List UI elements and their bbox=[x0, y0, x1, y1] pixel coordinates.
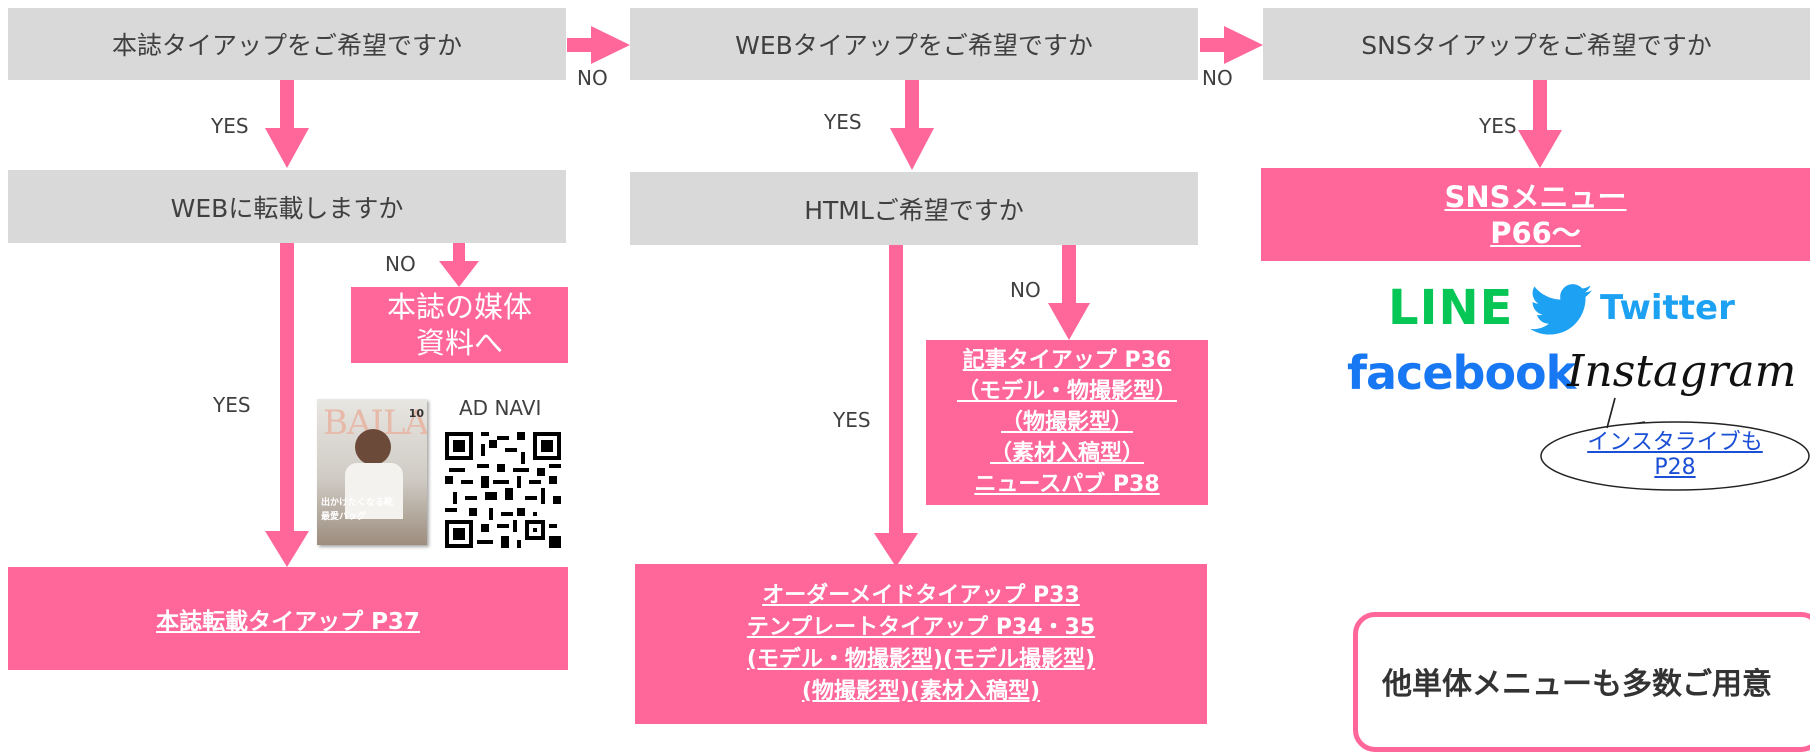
yes-label: YES bbox=[824, 110, 862, 134]
arrow-shaft bbox=[280, 80, 294, 130]
template-type-link[interactable]: (モデル・物撮影型)(モデル撮影型) bbox=[746, 647, 1096, 672]
cover-model-head bbox=[355, 429, 391, 465]
magazine-issue: 10 bbox=[408, 407, 424, 420]
yes-label: YES bbox=[211, 114, 249, 138]
repost-tieup-link[interactable]: 本誌転載タイアップ P37 bbox=[156, 608, 420, 635]
arrow-head bbox=[265, 128, 309, 168]
yes-label: YES bbox=[213, 393, 251, 417]
question-magazine-tieup: 本誌タイアップをご希望ですか bbox=[8, 8, 566, 80]
cover-model-body bbox=[345, 463, 403, 519]
qr-code-image[interactable] bbox=[445, 432, 561, 548]
result-line: 本誌の媒体 bbox=[386, 290, 532, 324]
result-media-docs: 本誌の媒体 資料へ bbox=[351, 287, 568, 363]
other-menu-text: 他単体メニューも多数ご用意 bbox=[1382, 667, 1772, 702]
question-web-repost: WEBに転載しますか bbox=[8, 170, 566, 243]
news-pub-link[interactable]: ニュースパブ P38 bbox=[974, 472, 1160, 497]
result-sns-menu[interactable]: SNSメニュー P66〜 bbox=[1261, 168, 1810, 261]
magazine-headline: 出かけたくなる靴 bbox=[321, 498, 394, 508]
ad-navi-label: AD NAVI bbox=[459, 396, 542, 420]
flow-arrows bbox=[265, 26, 1562, 567]
no-label: NO bbox=[1010, 278, 1041, 302]
template-type-link[interactable]: (物撮影型)(素材入稿型) bbox=[801, 679, 1041, 704]
magazine-cover-image: BAILA 10 出かけたくなる靴 最愛バッグ bbox=[317, 399, 427, 545]
sns-menu-link[interactable]: SNSメニュー bbox=[1444, 179, 1627, 214]
question-text: HTMLご希望ですか bbox=[804, 195, 1024, 225]
result-article-tieup[interactable]: 記事タイアップ P36 （モデル・物撮影型） （物撮影型） （素材入稿型） ニュ… bbox=[926, 340, 1208, 505]
article-tieup-link[interactable]: 記事タイアップ P36 bbox=[962, 348, 1172, 373]
ordermade-link[interactable]: オーダーメイドタイアップ P33 bbox=[762, 583, 1080, 608]
other-menu-box: 他単体メニューも多数ご用意 bbox=[1353, 612, 1810, 752]
callout-bubble-shape bbox=[1540, 397, 1810, 491]
instagram-live-callout[interactable]: インスタライブも P28 bbox=[1550, 430, 1800, 480]
no-label: NO bbox=[577, 66, 608, 90]
twitter-logo: Twitter bbox=[1600, 288, 1735, 328]
no-label: NO bbox=[385, 252, 416, 276]
twitter-bird-icon bbox=[1530, 284, 1592, 336]
sns-menu-link[interactable]: P66〜 bbox=[1490, 215, 1581, 250]
template-link[interactable]: テンプレートタイアップ P34・35 bbox=[746, 615, 1096, 640]
question-sns-tieup: SNSタイアップをご希望ですか bbox=[1263, 8, 1810, 80]
question-web-tieup: WEBタイアップをご希望ですか bbox=[630, 8, 1198, 80]
result-repost-tieup[interactable]: 本誌転載タイアップ P37 bbox=[8, 567, 568, 670]
line-logo: LINE bbox=[1388, 280, 1514, 336]
instagram-logo: Instagram bbox=[1567, 346, 1797, 397]
yes-label: YES bbox=[833, 408, 871, 432]
magazine-headline: 最愛バッグ bbox=[321, 512, 367, 522]
question-html: HTMLご希望ですか bbox=[630, 172, 1198, 245]
article-tieup-link[interactable]: （物撮影型） bbox=[1000, 410, 1133, 435]
callout-link[interactable]: インスタライブも bbox=[1587, 430, 1763, 455]
question-text: SNSタイアップをご希望ですか bbox=[1361, 31, 1712, 60]
question-text: WEBに転載しますか bbox=[170, 193, 404, 223]
yes-label: YES bbox=[1479, 114, 1517, 138]
result-line: 資料へ bbox=[415, 326, 503, 360]
article-tieup-link[interactable]: （素材入稿型） bbox=[989, 441, 1144, 466]
no-label: NO bbox=[1202, 66, 1233, 90]
callout-link[interactable]: P28 bbox=[1654, 455, 1696, 480]
question-text: WEBタイアップをご希望ですか bbox=[735, 31, 1093, 60]
result-ordermade[interactable]: オーダーメイドタイアップ P33 テンプレートタイアップ P34・35 (モデル… bbox=[635, 564, 1207, 724]
question-text: 本誌タイアップをご希望ですか bbox=[111, 31, 462, 60]
facebook-logo: facebook bbox=[1347, 346, 1576, 400]
article-tieup-link[interactable]: （モデル・物撮影型） bbox=[956, 379, 1177, 404]
